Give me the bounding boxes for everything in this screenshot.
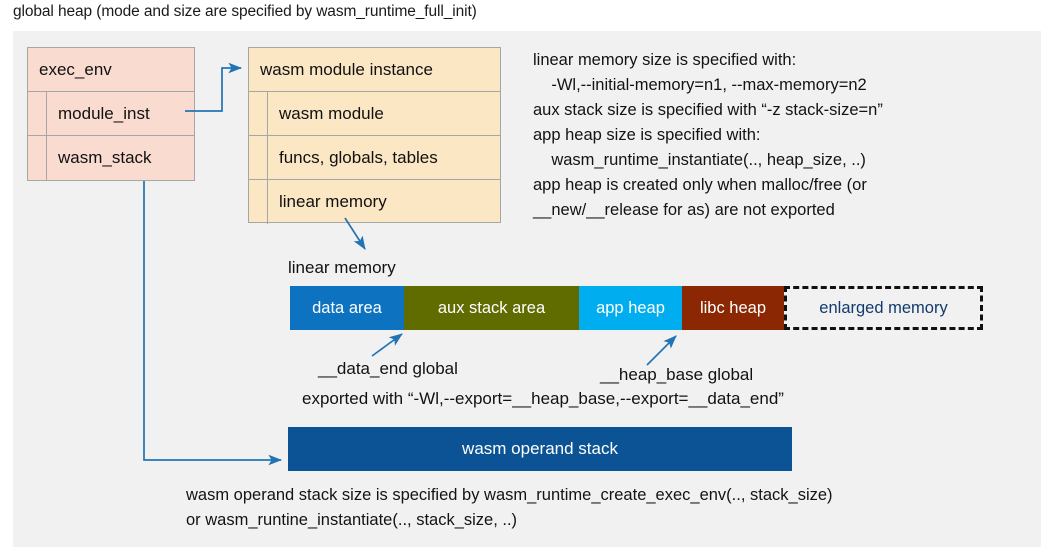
memory-segment-app-heap: app heap [579,286,682,330]
operand-stack-note: wasm operand stack size is specified by … [186,486,833,529]
annotation-data-end: __data_end global [318,359,458,378]
module-instance-gutter [249,92,268,135]
module-instance-field-label: funcs, globals, tables [279,147,438,167]
memory-segment-data-area: data area [290,286,404,330]
module-instance-field-funcs-globals-tables: funcs, globals, tables [249,136,500,180]
linear-memory-notes: linear memory size is specified with: -W… [533,51,883,219]
annotation-heap-base: __heap_base global [600,365,754,384]
exec-env-field-module-inst: module_inst [28,92,194,136]
module-instance-gutter [249,180,268,224]
exec-env-gutter [28,92,47,135]
memory-segment-enlarged-memory: enlarged memory [784,286,983,330]
module-instance-field-wasm-module: wasm module [249,92,500,136]
wasm-operand-stack-label: wasm operand stack [462,439,618,458]
linear-memory-caption: linear memory [288,258,396,277]
memory-segment-label: aux stack area [437,298,546,317]
module-instance-field-label: wasm module [279,103,384,123]
memory-segment-libc-heap: libc heap [682,286,784,330]
exec-env-box: exec_env module_inst wasm_stack [27,47,195,181]
memory-segment-label: enlarged memory [819,298,948,317]
module-instance-header-label: wasm module instance [260,59,433,79]
exec-env-gutter [28,136,47,180]
wasm-operand-stack-bar: wasm operand stack [288,427,792,471]
memory-segment-aux-stack-area: aux stack area [404,286,579,330]
module-instance-header-row: wasm module instance [249,48,500,92]
exec-env-field-label: wasm_stack [58,148,152,167]
diagram-title: global heap (mode and size are specified… [13,3,477,20]
exec-env-header-label: exec_env [39,59,112,79]
exec-env-field-label: module_inst [58,103,150,123]
module-instance-field-label: linear memory [279,192,387,211]
linear-memory-bar: data area aux stack area app heap libc heap… [290,286,983,330]
exec-env-header-row: exec_env [28,48,194,92]
module-instance-field-linear-memory: linear memory [249,180,500,224]
memory-segment-label: app heap [596,298,665,317]
exec-env-field-wasm-stack: wasm_stack [28,136,194,180]
annotation-exported-with: exported with “-Wl,--export=__heap_base,… [302,389,784,408]
memory-segment-label: data area [312,298,382,317]
wasm-module-instance-box: wasm module instance wasm module funcs, … [248,47,501,224]
memory-segment-label: libc heap [699,298,767,317]
module-instance-gutter [249,136,268,179]
